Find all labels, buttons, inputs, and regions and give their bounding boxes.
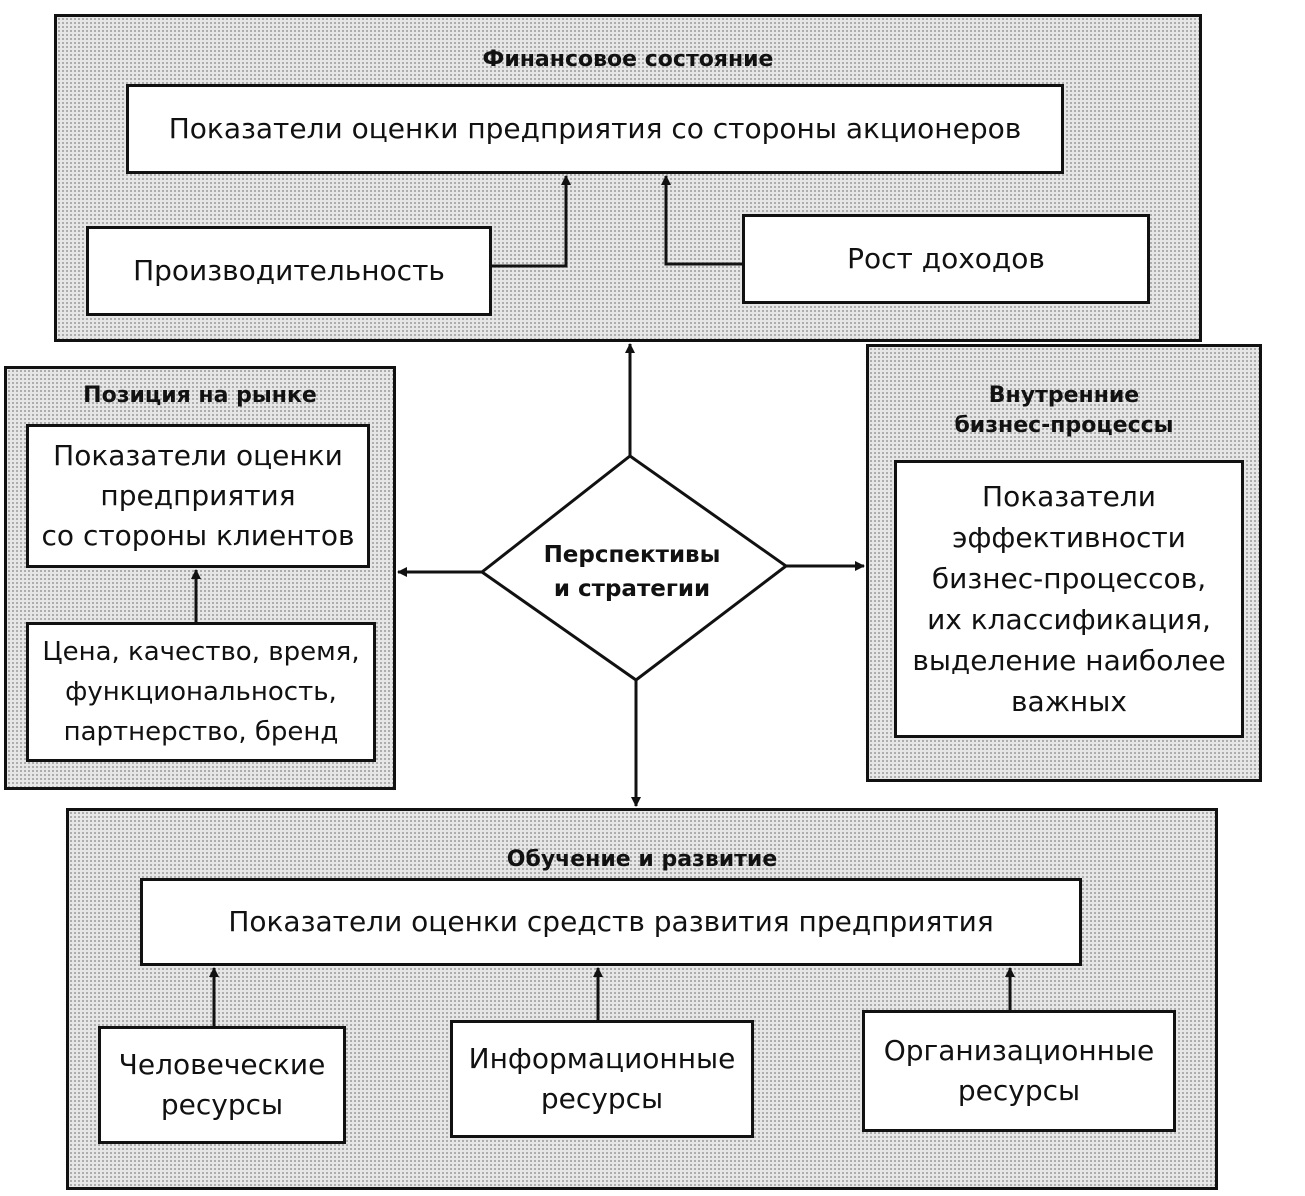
- information-resources-box: Информационные ресурсы: [450, 1020, 754, 1138]
- human-resources-box: Человеческие ресурсы: [98, 1026, 346, 1144]
- strategy-label: Перспективы и стратегии: [543, 542, 721, 602]
- shareholder-metrics-box: Показатели оценки предприятия со стороны…: [126, 84, 1064, 174]
- customer-metrics-box: Показатели оценки предприятия со стороны…: [26, 424, 370, 568]
- internal-panel-title: Внутренние бизнес-процессы: [954, 383, 1174, 438]
- market-panel-title: Позиция на рынке: [83, 383, 317, 408]
- productivity-box: Производительность: [86, 226, 492, 316]
- organizational-resources-box: Организационные ресурсы: [862, 1010, 1176, 1132]
- customer-factors-box: Цена, качество, время, функциональность,…: [26, 622, 376, 762]
- development-metrics-box: Показатели оценки средств развития предп…: [140, 878, 1082, 966]
- learning-panel-title: Обучение и развитие: [506, 847, 778, 872]
- revenue-growth-box: Рост доходов: [742, 214, 1150, 304]
- process-metrics-box: Показатели эффективности бизнес-процессо…: [894, 460, 1244, 738]
- financial-panel-title: Финансовое состояние: [482, 47, 774, 72]
